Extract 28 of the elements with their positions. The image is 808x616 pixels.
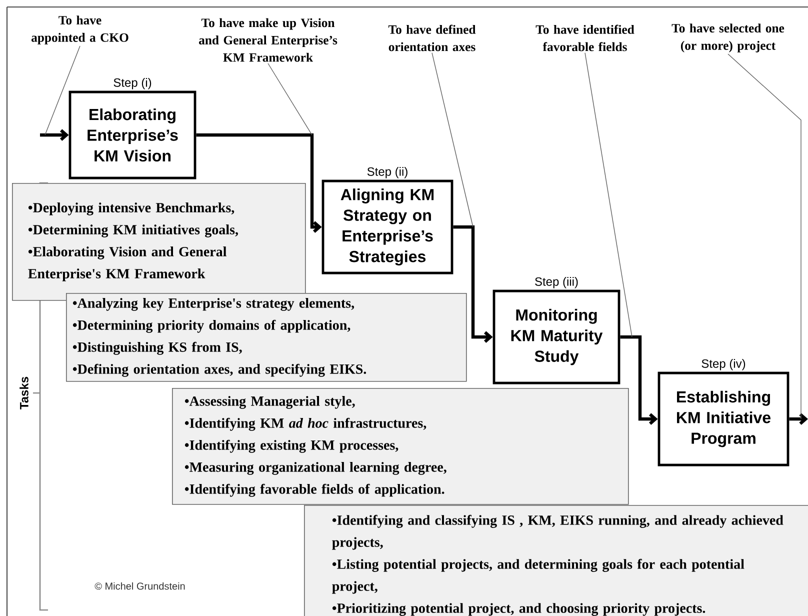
connector-arrow — [453, 225, 493, 343]
task-box: •Assessing Managerial style, •Identifying KM ad hoc infrastructures, •Identifying existing KM processes, •Measuring organizational learning degree, •Identifying favorable fields of application. — [172, 388, 629, 505]
leader-line — [268, 63, 312, 136]
copyright-text: © Michel Grundstein — [94, 582, 185, 590]
note-text: To have appointed a CKO — [32, 16, 128, 44]
step-box: Elaborating Enterprise’s KM Vision — [68, 90, 196, 180]
connector-arrow — [789, 413, 808, 425]
leader-line — [584, 52, 632, 338]
step-box: Establishing KM Initiative Program — [658, 372, 790, 466]
connector-arrow — [196, 133, 322, 233]
step-label: Step (iv) — [702, 359, 746, 370]
leader-line — [44, 46, 80, 136]
note-text: To have identified favorable fields — [536, 24, 634, 52]
note-text: To have defined orientation axes — [388, 24, 476, 52]
step-box: Monitoring KM Maturity Study — [492, 290, 620, 384]
connector-arrow — [620, 335, 658, 425]
tasks-label: Tasks — [20, 376, 28, 410]
note-text: To have selected one (or more) project — [672, 24, 784, 52]
connector-arrow — [40, 129, 69, 141]
step-label: Step (ii) — [367, 167, 408, 178]
step-box: Aligning KM Strategy on Enterprise’s Strategies — [322, 180, 454, 274]
note-text: To have make up Vision and General Enterprise’s KM Framework — [199, 18, 338, 62]
task-box: •Identifying and classifying IS , KM, EIKS running, and already achieved projects, •Listing potential projects, and determining goals for each potential project, •Prioritizing potential project, and choosing priority projects. — [304, 505, 808, 616]
leader-line — [432, 52, 474, 228]
task-box: •Analyzing key Enterprise's strategy elements, •Determining priority domains of application, •Distinguishing KS from IS, •Defining orientation axes, and specifying EIKS. — [66, 293, 467, 382]
leader-line — [728, 54, 802, 420]
step-label: Step (iii) — [535, 277, 578, 288]
step-label: Step (i) — [114, 78, 152, 90]
